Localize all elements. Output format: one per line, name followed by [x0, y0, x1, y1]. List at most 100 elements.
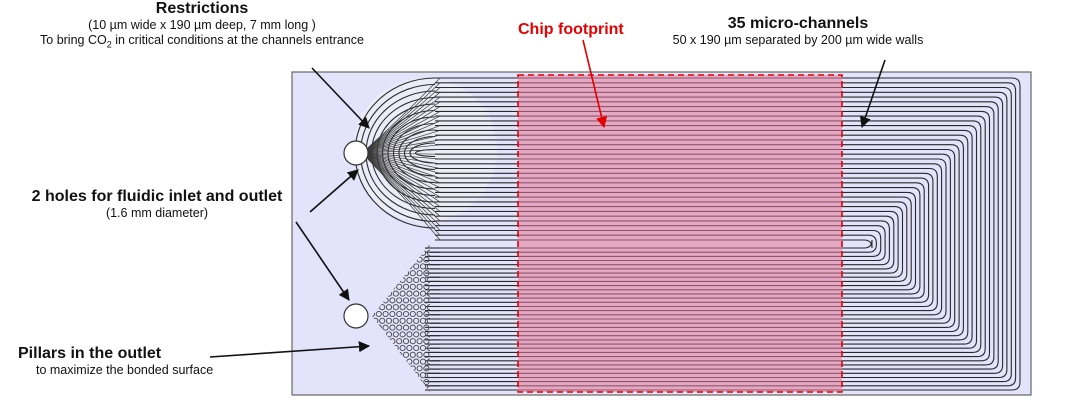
pillar — [385, 331, 393, 338]
channel — [430, 229, 882, 257]
holes-detail: (1.6 mm diameter) — [105, 206, 209, 221]
restriction-line — [361, 152, 441, 169]
pillar — [392, 317, 399, 324]
pillar — [385, 304, 393, 311]
channel — [430, 134, 969, 341]
channel — [430, 120, 982, 353]
restriction-line — [361, 92, 441, 154]
channel-bend — [355, 77, 435, 229]
pillar — [406, 276, 413, 284]
pillar — [426, 276, 430, 284]
channel-bend — [398, 129, 435, 177]
pillar — [413, 331, 420, 338]
pillar — [419, 358, 427, 365]
pillar — [406, 304, 413, 311]
pillar — [423, 338, 430, 345]
channel — [430, 106, 995, 366]
footprint-arrow — [582, 39, 608, 129]
restriction-line — [361, 152, 441, 217]
restrictions-note: To bring CO2 in critical conditions at t… — [40, 33, 364, 50]
restriction-line — [361, 111, 441, 154]
chip-footprint-area — [517, 74, 843, 393]
restrictions-title: Restrictions — [155, 0, 249, 17]
restriction-line — [361, 96, 441, 154]
pillar — [419, 317, 427, 324]
restriction-line — [361, 152, 441, 174]
pillar — [406, 317, 413, 324]
micro-channels-annotation: 35 micro-channels 50 x 190 µm separated … — [618, 14, 978, 48]
pillar — [402, 283, 410, 290]
restriction-line — [361, 152, 441, 198]
pillar — [413, 263, 420, 270]
restriction-line — [361, 152, 441, 241]
channel — [430, 163, 943, 316]
holes-title: 2 holes for fluidic inlet and outlet — [31, 188, 283, 205]
pillar — [419, 344, 427, 352]
channel — [430, 86, 1012, 383]
pillar — [413, 317, 420, 324]
pillar — [423, 378, 430, 386]
pillar — [416, 297, 423, 304]
pillar — [419, 276, 427, 284]
channel — [430, 148, 956, 328]
restrictions-detail: (10 µm wide x 190 µm deep, 7 mm long ) — [88, 18, 316, 33]
pillar — [409, 297, 416, 304]
pillar — [409, 324, 416, 331]
channel — [430, 115, 986, 358]
pillar — [426, 290, 430, 297]
pillar — [413, 304, 420, 311]
restriction-line — [361, 144, 441, 154]
restriction-line — [361, 134, 441, 154]
pillar — [399, 304, 406, 311]
channel — [430, 182, 925, 299]
pillar — [426, 372, 430, 379]
restriction-line — [361, 87, 441, 154]
channel — [430, 77, 1021, 391]
channel — [430, 239, 873, 249]
pillar — [426, 249, 430, 256]
pillar — [402, 297, 410, 304]
restriction-line — [361, 152, 441, 188]
channel — [430, 139, 964, 337]
pillar — [402, 310, 410, 318]
pillar — [419, 290, 427, 297]
restriction-line — [361, 152, 441, 155]
micro-channels-arrow — [859, 59, 886, 129]
pillar — [409, 338, 416, 345]
pillar — [372, 310, 376, 318]
channel — [430, 196, 912, 287]
pillar — [396, 324, 403, 331]
restriction-line — [361, 106, 441, 154]
outlet-hole — [343, 303, 369, 329]
channel — [430, 177, 930, 303]
pillar — [409, 283, 416, 290]
pillar — [396, 310, 403, 318]
channel — [430, 172, 934, 308]
pillar — [382, 310, 389, 318]
pillar — [419, 372, 427, 379]
pillar — [423, 324, 430, 331]
pillar — [399, 317, 406, 324]
channel — [430, 220, 890, 266]
pillar — [413, 358, 420, 365]
pillar — [413, 290, 420, 297]
restriction-line — [361, 152, 441, 179]
pillar — [416, 310, 423, 318]
pillars-detail: to maximize the bonded surface — [36, 363, 214, 378]
pillar — [419, 263, 427, 270]
restriction-line — [361, 152, 441, 203]
pillar — [389, 324, 396, 331]
pillar — [396, 283, 403, 290]
pillar — [396, 297, 403, 304]
pillar — [426, 304, 430, 311]
restrictions-arrow — [311, 67, 370, 129]
channel — [430, 187, 921, 295]
restriction-line — [361, 149, 441, 154]
restriction-line — [361, 82, 441, 154]
pillar — [409, 351, 416, 358]
pillar — [423, 310, 430, 318]
holes-annotation: 2 holes for fluidic inlet and outlet (1.… — [0, 187, 314, 221]
pillar — [396, 338, 403, 345]
channel — [430, 96, 1004, 374]
pillar — [426, 263, 430, 270]
